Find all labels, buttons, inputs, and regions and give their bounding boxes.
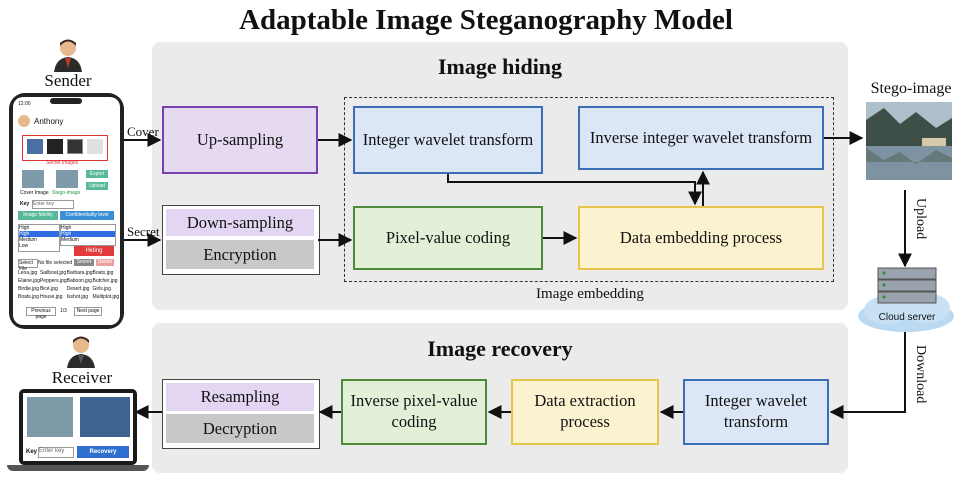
conf-opt-0: High bbox=[61, 225, 72, 231]
up-sampling-box: Up-sampling bbox=[162, 106, 318, 174]
phone-file-list: Lena.jpg Sailboat.jpg Barbara.jpg Boats.… bbox=[18, 270, 119, 300]
phone-username: Anthony bbox=[34, 117, 64, 126]
image-recovery-title: Image recovery bbox=[427, 336, 573, 361]
file-item[interactable]: Boats.jpg bbox=[92, 270, 114, 276]
secret-thumb-1 bbox=[27, 139, 43, 154]
cloud-server-label: Cloud server bbox=[878, 312, 936, 323]
phone-stego-image-label: Stego-image bbox=[52, 190, 81, 196]
sender-label: Sender bbox=[44, 71, 92, 90]
cover-thumb bbox=[22, 170, 44, 188]
stego-thumb bbox=[56, 170, 78, 188]
laptop-key-input[interactable]: Enter key bbox=[38, 447, 74, 458]
phone-upload-button[interactable]: Upload bbox=[86, 182, 108, 190]
data-embedding-process-box: Data embedding process bbox=[578, 206, 824, 270]
laptop-secret-thumb bbox=[80, 397, 130, 437]
laptop-cover-thumb bbox=[27, 397, 73, 437]
phone-next-page-button[interactable]: Next page bbox=[74, 307, 102, 316]
file-item[interactable]: Elaine.jpg bbox=[18, 278, 40, 284]
laptop-recovery-button[interactable]: Recovery bbox=[77, 446, 129, 458]
phone-secret-images-frame bbox=[22, 135, 108, 161]
down-sampling-label: Down-sampling bbox=[166, 209, 314, 236]
phone-hiding-button[interactable]: Hiding bbox=[74, 246, 114, 256]
upload-label: Upload bbox=[913, 198, 928, 240]
phone-image-fidelity-header: Image fidelity bbox=[18, 211, 58, 220]
fid-opt-1[interactable]: High bbox=[19, 231, 59, 237]
cloud-server-icon bbox=[858, 267, 954, 332]
conf-opt-2[interactable]: Medium bbox=[61, 237, 79, 243]
stego-image-label: Stego-image bbox=[870, 80, 952, 97]
phone-select-file-button[interactable]: Select File bbox=[18, 259, 38, 272]
secret-thumb-3 bbox=[67, 139, 83, 154]
diagram-title: Adaptable Image Steganography Model bbox=[239, 4, 733, 36]
phone-confidentiality-header: Confidentiality level bbox=[60, 211, 114, 220]
image-embedding-label: Image embedding bbox=[536, 286, 644, 302]
cover-label: Cover bbox=[127, 124, 159, 139]
receiver-label: Receiver bbox=[51, 368, 113, 387]
file-item[interactable]: Sailboat.jpg bbox=[39, 270, 67, 276]
phone-key-input[interactable]: Enter key bbox=[32, 200, 74, 209]
fid-opt-0: High bbox=[19, 225, 30, 231]
file-item[interactable]: Bicé.jpg bbox=[39, 286, 58, 292]
sender-person-icon bbox=[54, 39, 82, 72]
phone-secret-button[interactable]: Secret bbox=[74, 259, 94, 266]
file-item[interactable]: Baboon.jpg bbox=[66, 278, 92, 284]
phone-cover-image-label: Cover Image bbox=[20, 190, 49, 196]
phone-fidelity-select[interactable]: High High Medium Low bbox=[18, 224, 60, 252]
image-embedding-group bbox=[344, 97, 834, 282]
phone-key-label: Key bbox=[20, 201, 30, 207]
fid-opt-2[interactable]: Medium bbox=[19, 237, 37, 243]
laptop-key-label: Key bbox=[26, 449, 38, 455]
stego-image-thumbnail bbox=[866, 102, 952, 180]
phone-avatar bbox=[18, 115, 30, 127]
phone-delete-button[interactable]: Delete bbox=[96, 259, 114, 266]
file-item[interactable]: Desert.jpg bbox=[66, 286, 90, 292]
file-item[interactable]: Boats.jpg bbox=[18, 294, 39, 300]
recovery-integer-wavelet-transform-box: Integer wavelet transform bbox=[683, 379, 829, 445]
secret-thumb-2 bbox=[47, 139, 63, 154]
iwt-to-embedding-arrow bbox=[447, 174, 702, 206]
file-item[interactable]: Barbara.jpg bbox=[66, 270, 93, 276]
data-extraction-process-box: Data extraction process bbox=[511, 379, 659, 445]
phone-no-file-text: No file selected bbox=[38, 260, 73, 266]
file-item[interactable]: Girls.jpg bbox=[92, 286, 111, 292]
file-item[interactable]: Multiplot.jpg bbox=[92, 294, 120, 300]
secret-thumb-4 bbox=[87, 139, 103, 154]
download-arrow bbox=[829, 332, 906, 419]
phone-notch bbox=[50, 98, 82, 104]
laptop-base bbox=[7, 465, 149, 471]
phone-prev-page-button[interactable]: Previous page bbox=[26, 307, 56, 320]
file-item[interactable]: Butcher.jpg bbox=[92, 278, 118, 284]
resampling-label: Resampling bbox=[166, 383, 314, 411]
file-item[interactable]: House.jpg bbox=[39, 294, 63, 300]
image-hiding-title: Image hiding bbox=[437, 54, 563, 79]
download-label: Download bbox=[913, 345, 928, 404]
fid-opt-3[interactable]: Low bbox=[19, 243, 29, 249]
file-item[interactable]: Birdie.jpg bbox=[18, 286, 39, 292]
decryption-label: Decryption bbox=[166, 414, 314, 443]
file-item[interactable]: Peppers.jpg bbox=[39, 278, 67, 284]
phone-page-indicator: 1/3 bbox=[60, 308, 67, 314]
phone-time: 12:00 bbox=[18, 101, 31, 107]
conf-opt-1[interactable]: High bbox=[61, 231, 115, 237]
integer-wavelet-transform-box: Integer wavelet transform bbox=[353, 106, 543, 174]
receiver-person-icon bbox=[67, 336, 95, 368]
file-item[interactable]: Isshot.jpg bbox=[66, 294, 89, 300]
inverse-pixel-value-coding-box: Inverse pixel-value coding bbox=[341, 379, 487, 445]
secret-label: Secret bbox=[127, 224, 160, 239]
pixel-value-coding-box: Pixel-value coding bbox=[353, 206, 543, 270]
phone-export-button[interactable]: Export bbox=[86, 170, 108, 178]
inverse-integer-wavelet-transform-box: Inverse integer wavelet transform bbox=[578, 106, 824, 170]
phone-confidentiality-select[interactable]: High High Medium bbox=[60, 224, 116, 246]
file-item[interactable]: Lena.jpg bbox=[18, 270, 38, 276]
phone-secret-images-label: Secret Images bbox=[46, 160, 79, 166]
encryption-label: Encryption bbox=[166, 240, 314, 269]
